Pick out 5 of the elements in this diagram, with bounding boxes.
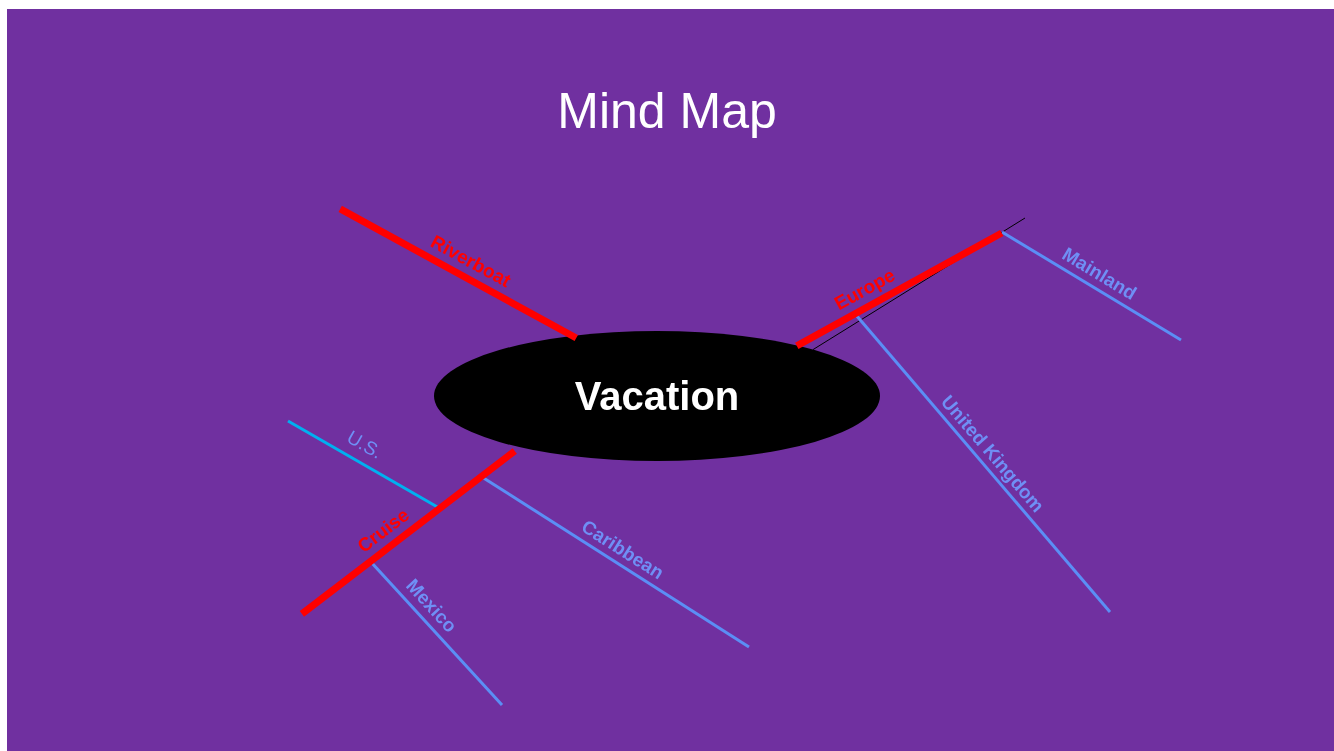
title: Mind Map <box>556 82 778 140</box>
sub-branch-line <box>1001 230 1182 342</box>
sub-branch-line <box>287 419 440 510</box>
topic-text: Vacation <box>574 373 740 419</box>
branch-label: U.S. <box>343 426 386 465</box>
